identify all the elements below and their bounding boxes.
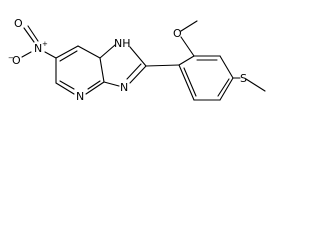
nitro-nitrogen-label: N — [34, 42, 42, 55]
methoxy-oxygen-label: O — [173, 27, 182, 40]
chemical-structure-canvas: O N + O − N NH N O S — [0, 0, 282, 123]
substituent-bonds — [180, 20, 266, 92]
benzene-ring — [178, 36, 241, 101]
methoxy-methyl-bond — [180, 20, 198, 32]
nitro-group — [21, 25, 57, 59]
pyridine-ring — [55, 45, 105, 95]
aryl-link-bond — [145, 64, 180, 67]
imidazole-ring — [99, 44, 147, 87]
nitro-oxygen-charge: − — [8, 54, 14, 62]
imidazole-nh-label: NH — [114, 37, 131, 50]
atom-labels: O N + O − N NH N O S — [8, 17, 247, 103]
nitro-nitrogen-charge: + — [42, 40, 48, 48]
molecule-drawing: O N + O − N NH N O S — [8, 17, 266, 103]
pyridine-nitrogen-label: N — [76, 90, 84, 103]
nitro-oxygen-top-label: O — [14, 17, 23, 30]
thiomethyl-bond — [245, 78, 266, 92]
imidazole-nitrogen-label: N — [120, 81, 128, 94]
sulfur-label: S — [240, 72, 247, 85]
nitro-oxygen-bottom-label: O — [12, 54, 21, 67]
